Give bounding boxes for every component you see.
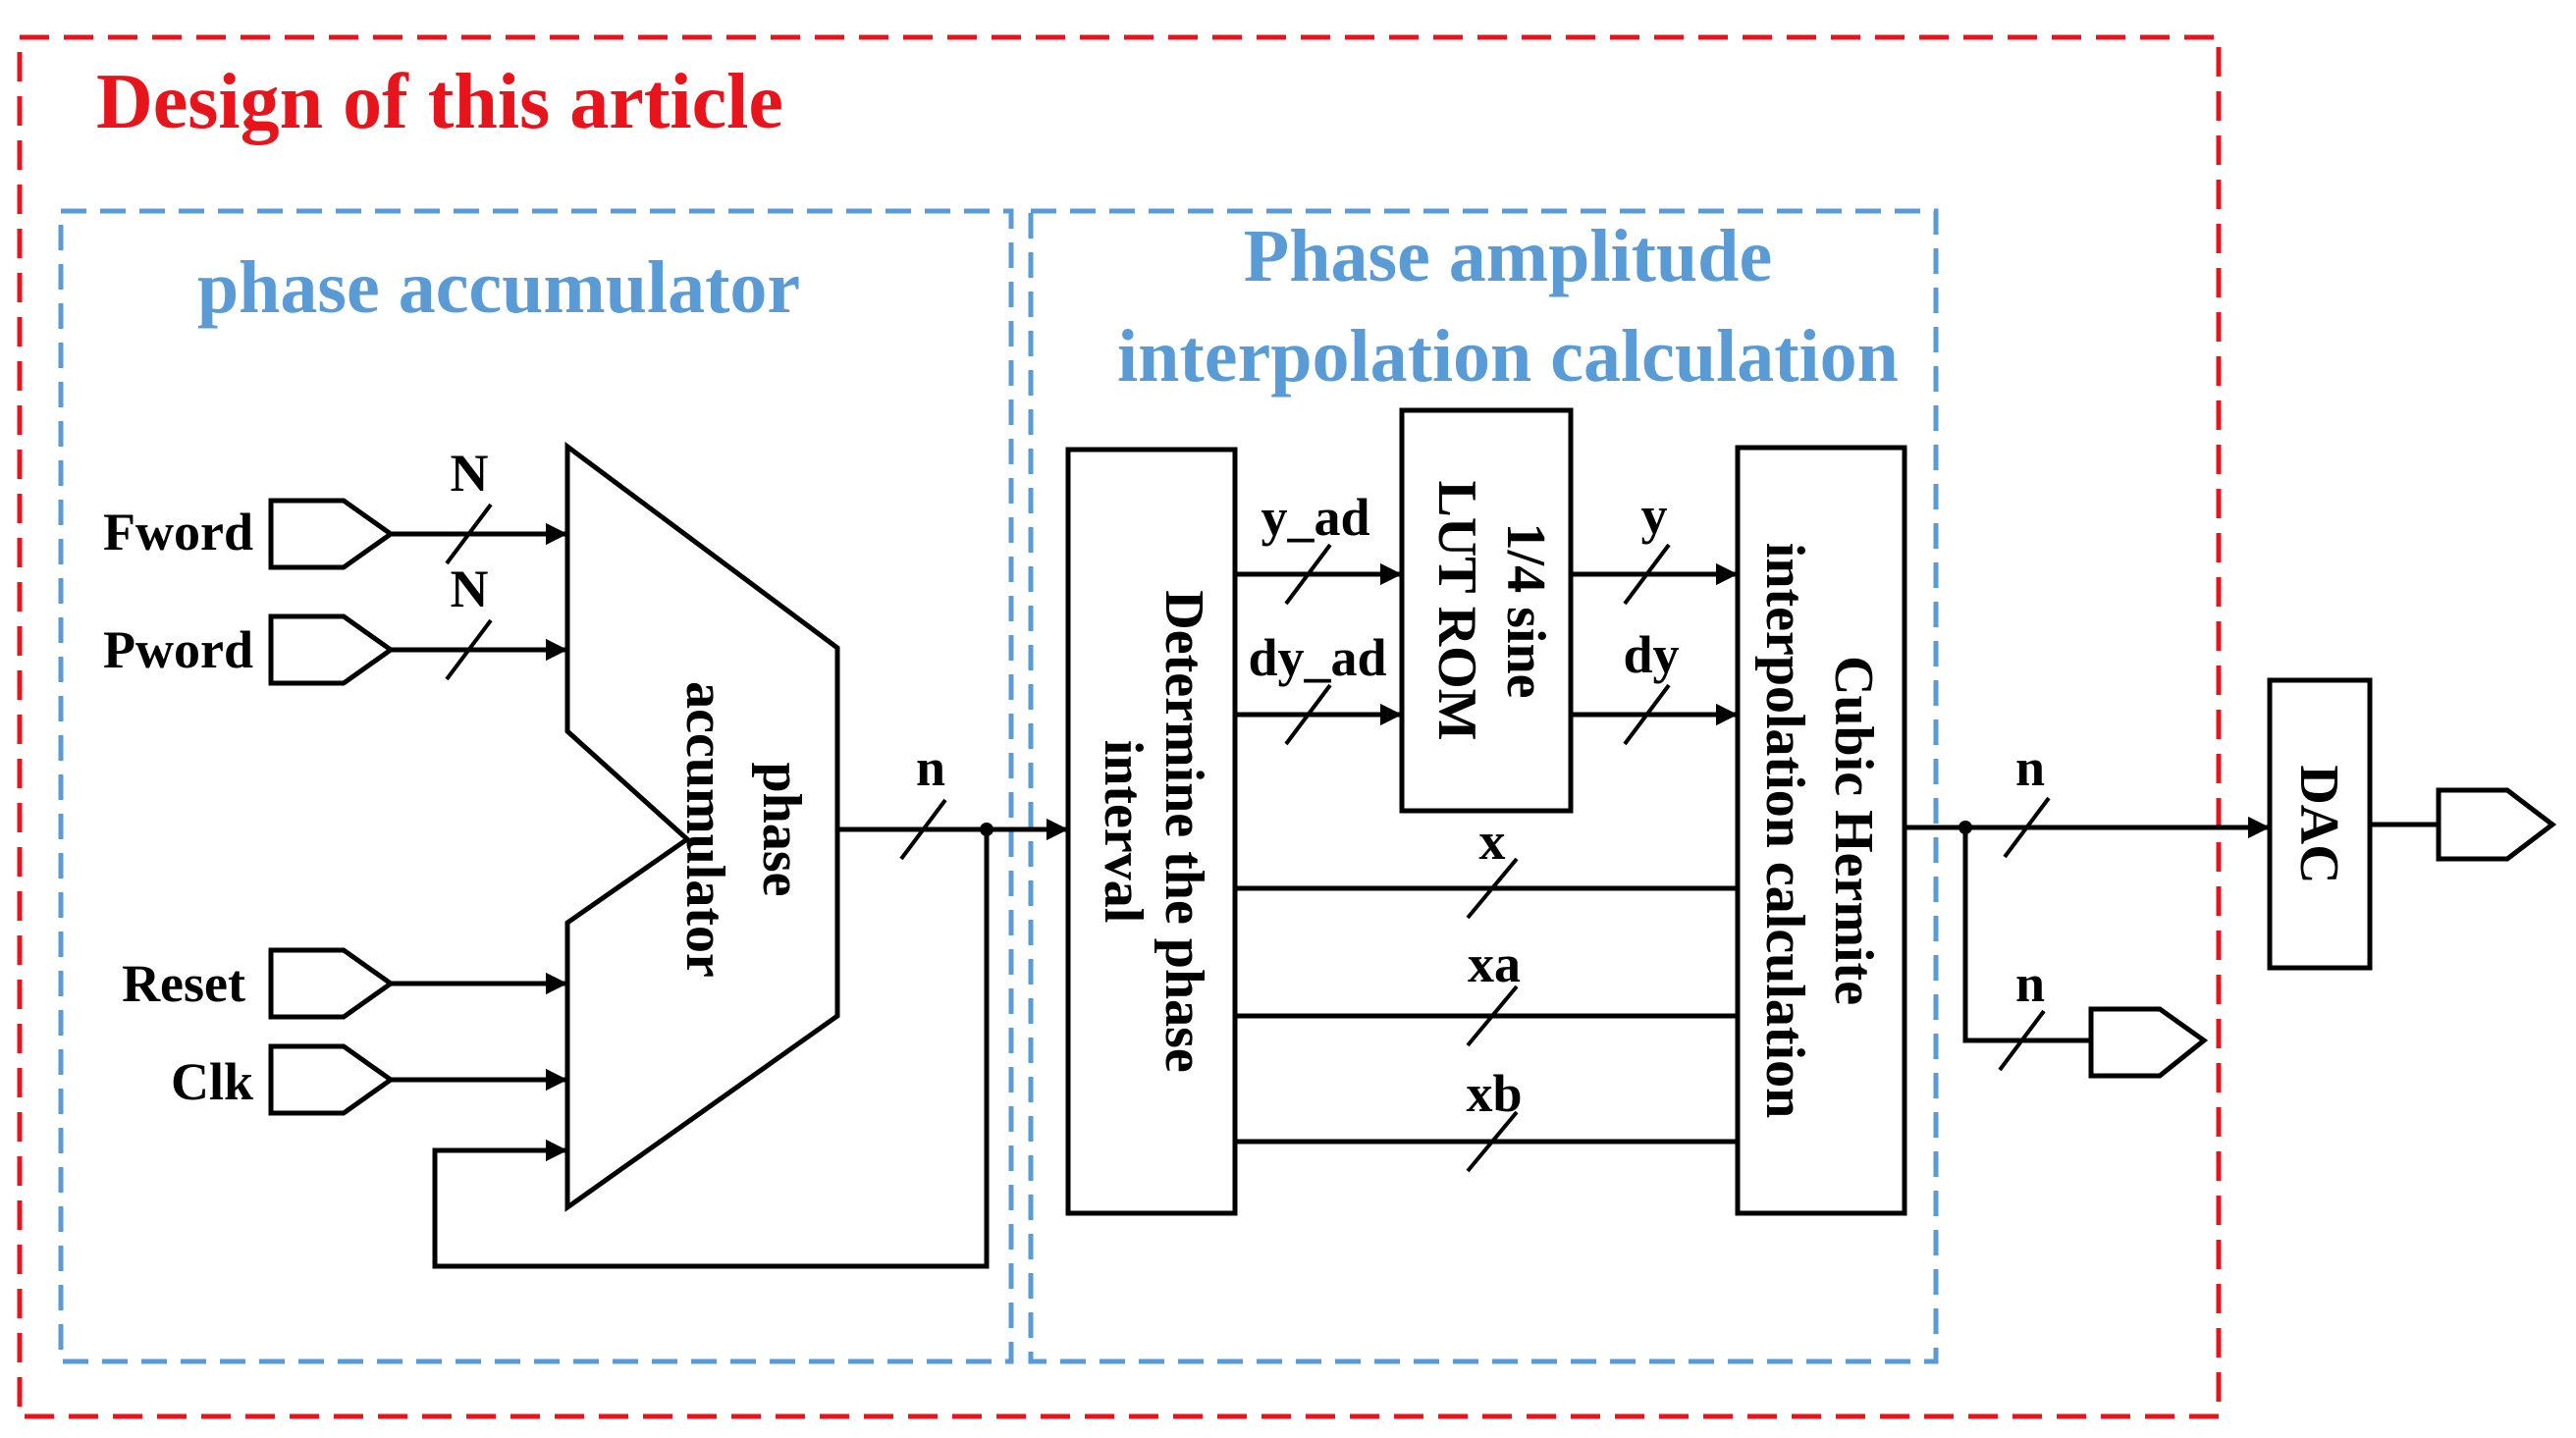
reset-label: Reset xyxy=(122,954,245,1013)
cubic-hermite-block xyxy=(1735,445,1907,1216)
phase-amplitude-section xyxy=(1028,208,1939,1364)
xb-label: xb xyxy=(1466,1064,1522,1123)
out-main-bus-slash xyxy=(2003,796,2051,859)
clk-port xyxy=(268,1043,396,1116)
phase-accumulator-section xyxy=(58,208,1014,1364)
y-ad-bus-slash xyxy=(1284,543,1332,606)
xb-bus-slash xyxy=(1466,1110,1519,1173)
fword-port xyxy=(268,498,396,570)
reset-port xyxy=(268,947,396,1020)
dy-ad-bus-slash xyxy=(1284,683,1332,746)
sine-lut-rom-block xyxy=(1399,407,1574,814)
rom-label-line1: 1/4 sine xyxy=(1495,523,1556,699)
clk-label: Clk xyxy=(171,1052,253,1111)
phase-accumulator-title: phase accumulator xyxy=(197,246,800,329)
feedback-wire xyxy=(432,829,990,1269)
xa-bus-slash xyxy=(1466,985,1519,1047)
fword-width-label: N xyxy=(451,444,489,503)
pword-width-label: N xyxy=(451,559,489,618)
y-ad-label: y_ad xyxy=(1261,488,1369,547)
dy-bus-slash xyxy=(1623,683,1671,746)
pword-bus-slash xyxy=(445,618,493,681)
accumulator-label-phase: phase xyxy=(751,763,812,897)
determine-label-line1: Determine the phase xyxy=(1154,590,1214,1072)
phase-accumulator-shape xyxy=(564,442,840,1212)
out-main-width-label: n xyxy=(2015,738,2045,797)
out-branch-wire xyxy=(1962,827,2091,1043)
out-branch-port xyxy=(2088,1006,2209,1079)
phase-amplitude-title-line2: interpolation calculation xyxy=(1117,315,1899,398)
x-bus-slash xyxy=(1466,857,1519,920)
xa-label: xa xyxy=(1468,934,1521,993)
acc-output-width-label: n xyxy=(916,738,945,797)
fword-label: Fword xyxy=(103,503,253,561)
outer-design-frame xyxy=(17,34,2222,1419)
dac-output-port xyxy=(2436,787,2557,862)
determine-phase-interval-block xyxy=(1065,447,1238,1216)
hermite-label-line1: Cubic Hermite xyxy=(1823,656,1884,1005)
pword-label: Pword xyxy=(103,620,253,679)
outer-title: Design of this article xyxy=(96,59,783,145)
dy-ad-label: dy_ad xyxy=(1248,628,1386,687)
pword-port xyxy=(268,613,396,686)
y-label: y xyxy=(1641,486,1668,545)
out-branch-width-label: n xyxy=(2015,954,2045,1013)
rom-label-line2: LUT ROM xyxy=(1426,481,1487,741)
hermite-label-line2: interpolation calculation xyxy=(1754,543,1815,1118)
fword-bus-slash xyxy=(445,503,493,565)
x-label: x xyxy=(1479,812,1506,871)
dy-label: dy xyxy=(1623,625,1679,684)
acc-output-bus-slash xyxy=(899,798,947,861)
out-branch-bus-slash xyxy=(1998,1009,2046,1072)
dac-block xyxy=(2267,677,2373,971)
phase-amplitude-title-line1: Phase amplitude xyxy=(1244,215,1772,297)
y-bus-slash xyxy=(1623,543,1671,606)
determine-label-line2: interval xyxy=(1093,740,1154,924)
dac-label: DAC xyxy=(2288,765,2349,883)
accumulator-label-accumulator: accumulator xyxy=(674,681,735,978)
